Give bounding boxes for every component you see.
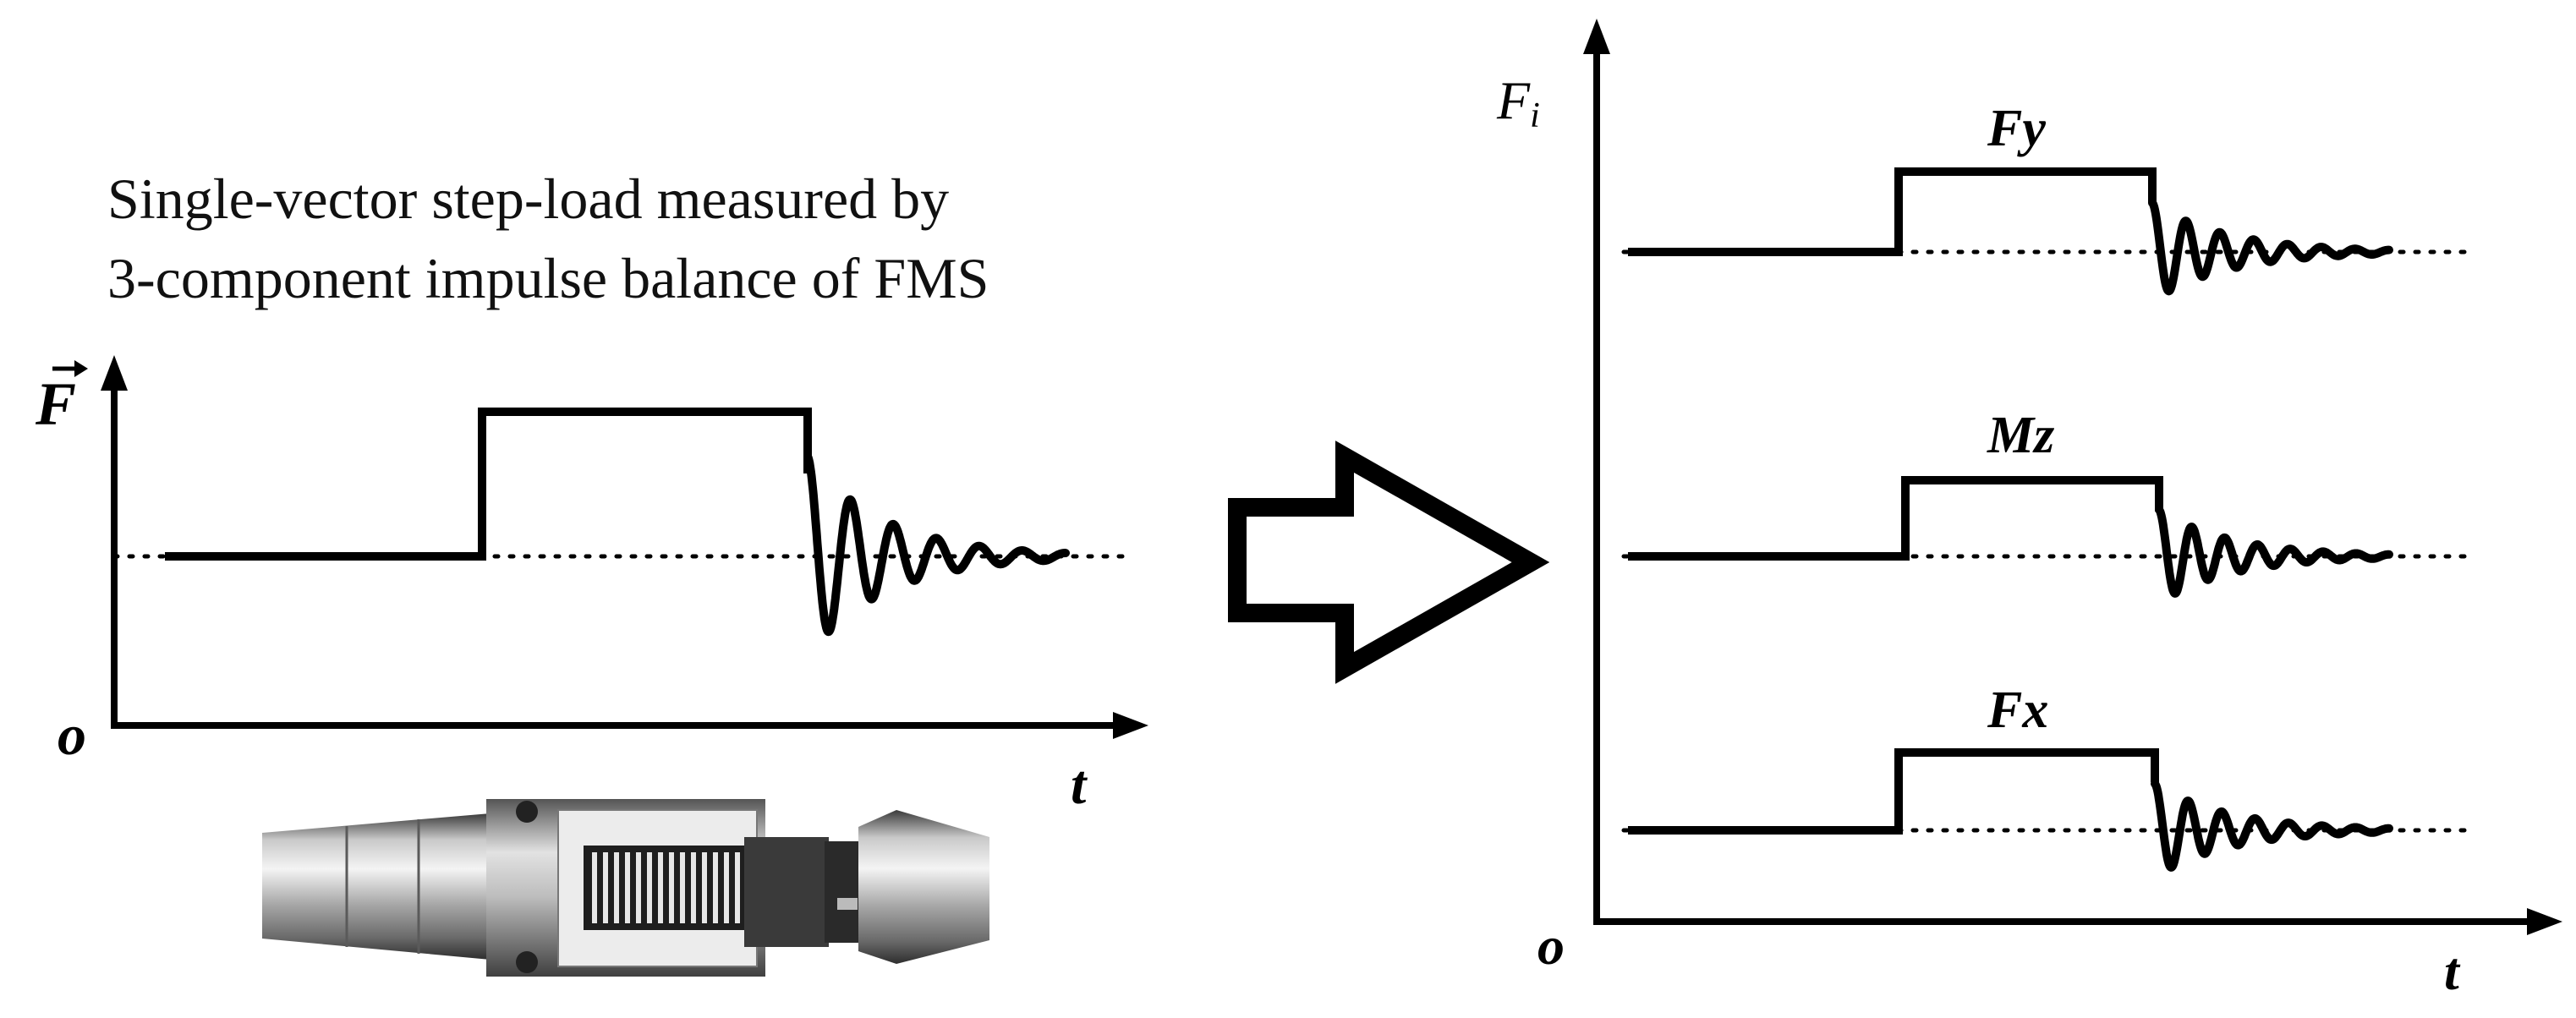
flexure-rib bbox=[691, 852, 696, 923]
left-ringing-signal bbox=[803, 452, 1070, 637]
fx-ringing-signal bbox=[2151, 780, 2393, 872]
signal-fy: Fy bbox=[1621, 100, 2472, 296]
flexure-rib bbox=[724, 852, 729, 923]
screw-hole-bottom bbox=[516, 951, 538, 973]
flexure-ribs bbox=[592, 852, 740, 923]
flexure-rib bbox=[658, 852, 663, 923]
flexure-rib bbox=[603, 852, 608, 923]
fx-step-signal bbox=[1628, 748, 2159, 835]
caption-line-1: Single-vector step-load measured by bbox=[107, 167, 949, 231]
right-y-label-sub: i bbox=[1530, 96, 1540, 135]
mz-label: Mz bbox=[1987, 407, 2054, 464]
right-origin-label: o bbox=[1537, 916, 1565, 976]
left-plot: F o t bbox=[35, 355, 1148, 816]
flexure-rib bbox=[713, 852, 718, 923]
signal-fx: Fx bbox=[1621, 681, 2472, 872]
right-x-label: t bbox=[2444, 941, 2461, 1001]
flexure-rib bbox=[702, 852, 707, 923]
flexure-rib bbox=[625, 852, 630, 923]
mz-step-signal bbox=[1628, 476, 2163, 561]
right-cone bbox=[858, 810, 989, 964]
balance-photo bbox=[262, 799, 989, 977]
left-y-axis-arrowhead bbox=[101, 355, 128, 391]
left-y-label-text: F bbox=[35, 370, 76, 438]
sensor-block bbox=[744, 837, 829, 947]
caption: Single-vector step-load measured by 3-co… bbox=[107, 167, 989, 310]
fx-label: Fx bbox=[1987, 681, 2048, 739]
left-step-signal bbox=[165, 408, 812, 561]
left-y-label: F bbox=[35, 360, 88, 438]
flexure-rib bbox=[592, 852, 597, 923]
right-x-axis-arrowhead bbox=[2527, 908, 2562, 935]
flexure-rib bbox=[647, 852, 652, 923]
right-y-label-main: F bbox=[1496, 70, 1531, 130]
left-x-axis-arrowhead bbox=[1113, 712, 1148, 739]
flexure-rib bbox=[636, 852, 641, 923]
right-y-axis-arrowhead bbox=[1583, 19, 1610, 54]
pin-1 bbox=[837, 898, 858, 910]
signal-mz: Mz bbox=[1621, 407, 2472, 598]
caption-line-2: 3-component impulse balance of FMS bbox=[107, 246, 989, 310]
left-cone bbox=[262, 813, 491, 960]
right-plot: Fi o t Fy Mz Fx bbox=[1496, 19, 2562, 1001]
right-y-label: Fi bbox=[1496, 70, 1540, 135]
vector-arrow-icon bbox=[74, 360, 88, 377]
flexure-rib bbox=[680, 852, 685, 923]
left-origin-label: o bbox=[58, 703, 86, 767]
flexure-rib bbox=[614, 852, 619, 923]
screw-hole-top bbox=[516, 801, 538, 823]
fy-label: Fy bbox=[1987, 100, 2046, 157]
flexure-rib bbox=[669, 852, 674, 923]
fy-ringing-signal bbox=[2148, 199, 2393, 296]
transform-arrow-icon bbox=[1228, 441, 1550, 684]
mz-ringing-signal bbox=[2155, 506, 2393, 598]
left-x-label: t bbox=[1071, 754, 1088, 816]
flexure-rib bbox=[735, 852, 740, 923]
fy-step-signal bbox=[1628, 167, 2157, 256]
